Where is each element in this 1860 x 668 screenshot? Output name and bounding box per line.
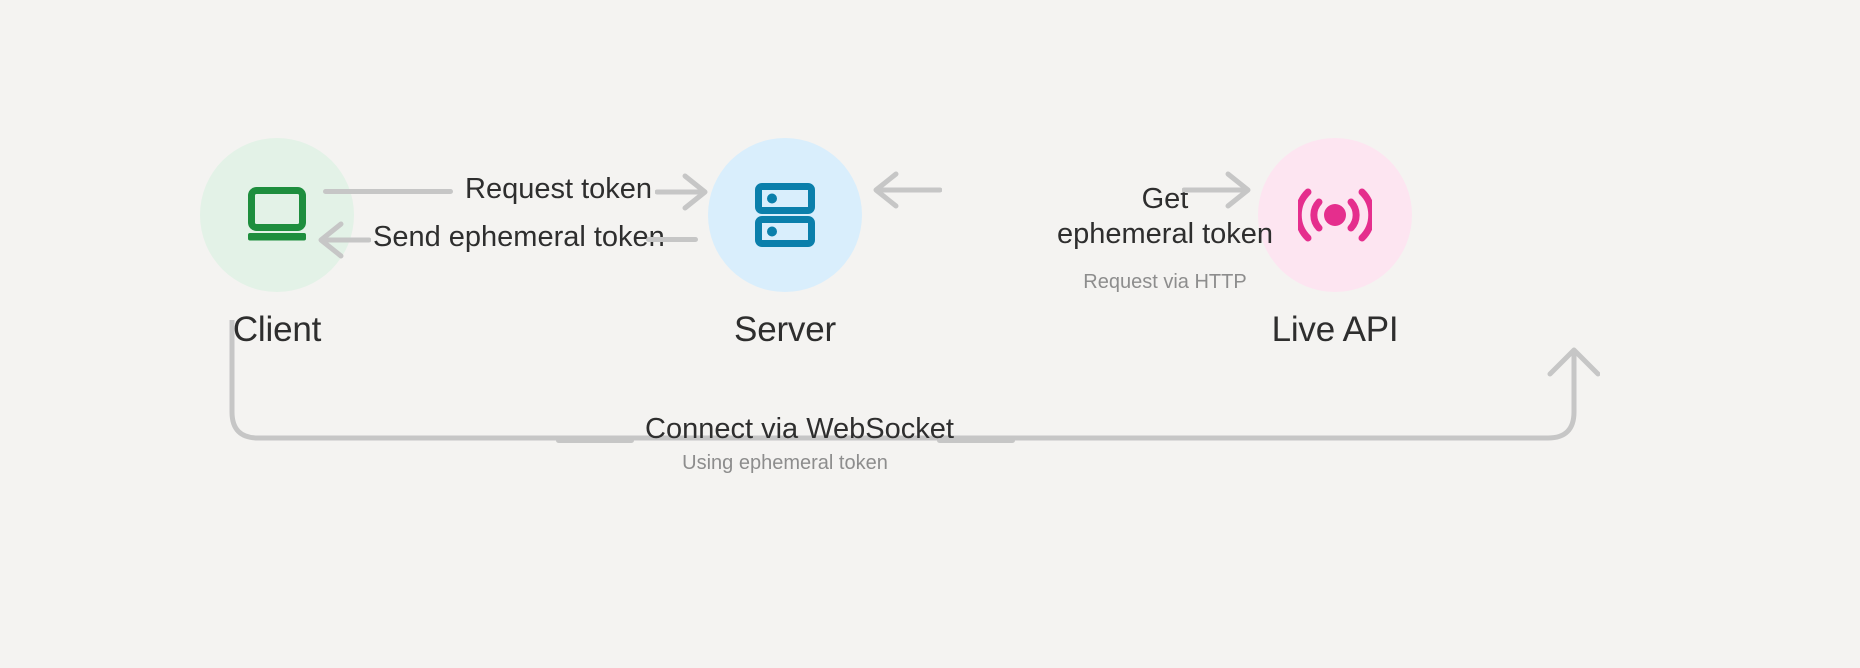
edge-sublabel-using-ephemeral-token: Using ephemeral token [682,452,888,474]
edge-label-get-ephemeral-token-line1: Get [1141,183,1189,215]
send-ephemeral-token-line [646,237,698,242]
edge-label-connect-via-websocket: Connect via WebSocket [645,413,954,445]
edge-label-get-ephemeral-token: Get ephemeral token [1020,182,1310,253]
request-token-line [323,189,453,194]
websocket-line-left [556,438,634,443]
node-client-circle [200,138,354,292]
edge-label-request-token: Request token [465,173,653,205]
laptop-icon [248,187,306,241]
node-server-label: Server [734,310,836,349]
node-live-api[interactable]: Live API [1240,138,1430,347]
edge-label-send-ephemeral-token: Send ephemeral token [373,221,665,253]
edge-sublabel-request-via-http: Request via HTTP [1083,271,1247,293]
node-live-api-circle [1258,138,1412,292]
node-client[interactable]: Client [182,138,372,347]
arrow-left-icon-get-ephemeral-token [873,171,942,209]
websocket-line-right [937,438,1015,443]
broadcast-icon [1298,188,1372,242]
arrow-right-icon-request-token [655,173,708,211]
node-server-circle [708,138,862,292]
node-client-label: Client [232,310,322,349]
arrow-right-icon-get-ephemeral-token [1182,171,1251,209]
edge-label-get-ephemeral-token-line2: ephemeral token [1056,218,1274,251]
node-server[interactable]: Server [690,138,880,347]
node-live-api-label: Live API [1271,310,1399,349]
arrow-left-icon-send-ephemeral-token [318,221,371,259]
server-icon [755,183,815,247]
